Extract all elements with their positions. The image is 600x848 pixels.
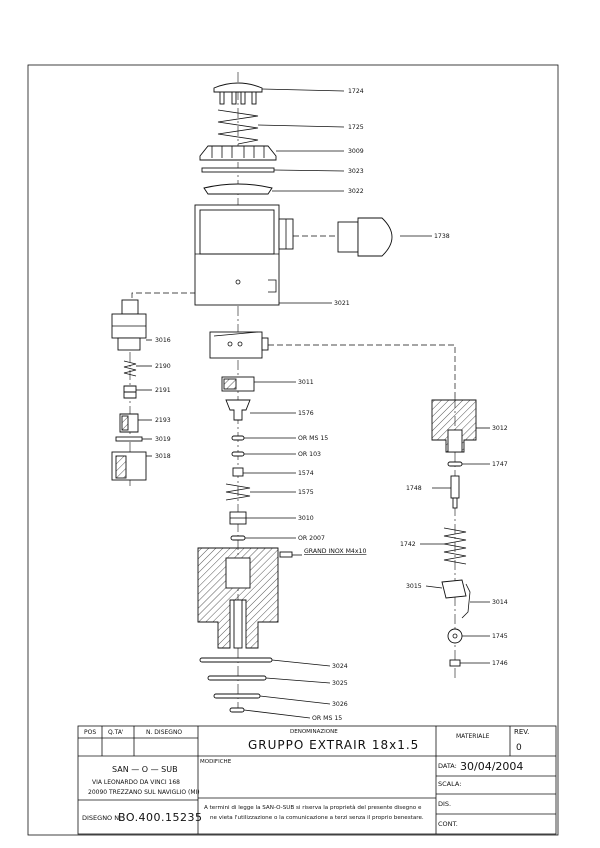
- label-1747: 1747: [492, 461, 508, 468]
- part-lower-body: [197, 547, 279, 649]
- tb-data: 30/04/2004: [460, 760, 523, 773]
- label-or-103: OR 103: [298, 451, 321, 458]
- tb-notice-1: A termini di legge la SAN-O-SUB si riser…: [204, 804, 422, 811]
- label-3012: 3012: [492, 425, 508, 432]
- part-3019: [115, 436, 143, 442]
- part-2193: [119, 413, 139, 433]
- part-1748: [450, 475, 460, 509]
- label-3024: 3024: [332, 663, 348, 670]
- label-1742: 1742: [400, 541, 416, 548]
- part-3024: [199, 657, 273, 663]
- part-3016: [111, 299, 147, 351]
- tb-pos-header: POS: [84, 729, 96, 736]
- label-2190: 2190: [155, 363, 171, 370]
- title-block-text: POS Q.TA' N. DISEGNO DENOMINAZIONE GRUPP…: [82, 728, 529, 828]
- tb-disegno-header: N. DISEGNO: [146, 729, 182, 736]
- tb-scala-label: SCALA:: [438, 780, 461, 788]
- tb-data-label: DATA:: [438, 762, 457, 770]
- label-2191: 2191: [155, 387, 171, 394]
- label-3022: 3022: [348, 188, 364, 195]
- label-3018: 3018: [155, 453, 171, 460]
- tb-address1: VIA LEONARDO DA VINCI 168: [92, 779, 180, 786]
- tb-qta-header: Q.TA': [108, 729, 124, 736]
- leader-lines: [136, 88, 490, 719]
- tb-address2: 20090 TREZZANO SUL NAVIGLIO (MI): [88, 789, 200, 796]
- tb-rev: 0: [516, 743, 522, 753]
- label-1574: 1574: [298, 470, 314, 477]
- label-or-2007: OR 2007: [298, 535, 325, 542]
- label-3010: 3010: [298, 515, 314, 522]
- label-1738: 1738: [434, 233, 450, 240]
- part-3021-body: [194, 204, 294, 306]
- label-3014: 3014: [492, 599, 508, 606]
- label-1576: 1576: [298, 410, 314, 417]
- part-3023: [201, 167, 275, 173]
- label-3019: 3019: [155, 436, 171, 443]
- tb-disegno-label: DISEGNO N.: [82, 814, 121, 822]
- part-3010: [229, 511, 247, 525]
- part-3012-box: [209, 331, 269, 359]
- part-1724: [213, 82, 263, 105]
- part-1747: [447, 461, 463, 467]
- part-2190: [123, 360, 137, 377]
- label-3021: 3021: [334, 300, 350, 307]
- part-grand-inox: [279, 551, 293, 558]
- part-or-ms15-b: [229, 707, 245, 713]
- label-3023: 3023: [348, 168, 364, 175]
- tb-notice-2: ne vieta l'utilizzazione o la comunicazi…: [210, 815, 424, 821]
- label-3016: 3016: [155, 337, 171, 344]
- tb-denominazione: GRUPPO EXTRAIR 18x1.5: [248, 738, 419, 752]
- part-2191: [123, 385, 137, 399]
- part-3014: [461, 583, 471, 619]
- part-or-103: [231, 451, 245, 457]
- label-3009: 3009: [348, 148, 364, 155]
- part-3025: [207, 675, 267, 681]
- label-3015: 3015: [406, 583, 422, 590]
- label-or-ms15-b: OR MS 15: [312, 715, 342, 722]
- part-1745: [447, 628, 463, 644]
- part-1575: [225, 483, 251, 501]
- part-3009: [199, 145, 277, 161]
- label-3011: 3011: [298, 379, 314, 386]
- label-1725: 1725: [348, 124, 364, 131]
- label-or-ms15-a: OR MS 15: [298, 435, 328, 442]
- tb-dis-label: DIS.: [438, 800, 451, 808]
- part-labels: 1724 1725 3009 3023 3022 1738 3021 3016 …: [155, 88, 508, 722]
- part-1746: [449, 659, 461, 667]
- label-grand-inox: GRAND INOX M4x10: [304, 548, 366, 555]
- part-1574: [232, 467, 244, 477]
- title-block: [77, 725, 557, 835]
- tb-rev-label: REV.: [514, 728, 529, 736]
- part-3012-block: [431, 399, 477, 453]
- label-1746: 1746: [492, 660, 508, 667]
- drawing-border: [27, 64, 559, 836]
- label-1724: 1724: [348, 88, 364, 95]
- part-3026: [213, 693, 261, 699]
- part-or-ms15-a: [231, 435, 245, 441]
- part-3022: [203, 183, 273, 195]
- axis-3012: [268, 344, 456, 398]
- part-1576: [225, 399, 251, 421]
- label-1745: 1745: [492, 633, 508, 640]
- part-1742: [443, 527, 467, 565]
- tb-denominazione-label: DENOMINAZIONE: [290, 729, 338, 735]
- label-3026: 3026: [332, 701, 348, 708]
- part-3015: [441, 579, 467, 599]
- tb-cont-label: CONT.: [438, 820, 458, 828]
- part-1738: [337, 217, 393, 257]
- part-3018: [111, 451, 147, 481]
- label-3025: 3025: [332, 680, 348, 687]
- tb-company: SAN — O — SUB: [112, 765, 178, 774]
- part-3011: [221, 376, 255, 392]
- axis-3016: [131, 292, 195, 298]
- part-1725-spring: [217, 109, 259, 145]
- label-2193: 2193: [155, 417, 171, 424]
- part-or-2007: [230, 535, 246, 541]
- tb-modifiche-label: MODIFICHE: [200, 759, 232, 765]
- label-1575: 1575: [298, 489, 314, 496]
- tb-disegno: BO.400.15235: [118, 811, 203, 824]
- tb-materiale-label: MATERIALE: [456, 733, 490, 740]
- label-1748: 1748: [406, 485, 422, 492]
